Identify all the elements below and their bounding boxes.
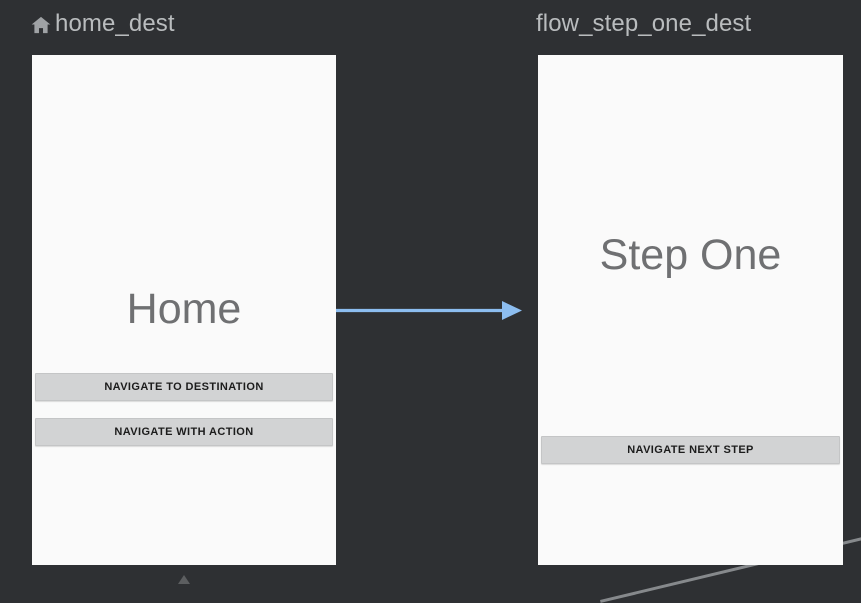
destination-label-flow-step-one-dest[interactable]: flow_step_one_dest: [536, 12, 751, 36]
home-icon: [30, 14, 52, 36]
destination-label-home-dest[interactable]: home_dest: [30, 12, 175, 36]
preview-title-home: Home: [126, 285, 242, 333]
preview-title-step-one: Step One: [599, 231, 782, 279]
navigate-with-action-button[interactable]: NAVIGATE WITH ACTION: [35, 418, 333, 446]
destination-card-home-dest[interactable]: Home NAVIGATE TO DESTINATION NAVIGATE WI…: [32, 55, 336, 565]
navigate-next-step-button[interactable]: NAVIGATE NEXT STEP: [541, 436, 840, 464]
destination-card-flow-step-one-dest[interactable]: Step One NAVIGATE NEXT STEP: [538, 55, 843, 565]
destination-label-text: home_dest: [55, 10, 175, 37]
navigate-to-destination-button[interactable]: NAVIGATE TO DESTINATION: [35, 373, 333, 401]
action-arrow-home-to-flow-step-one[interactable]: [336, 298, 524, 324]
destination-anchor-handle-bottom[interactable]: [178, 575, 190, 584]
destination-label-text: flow_step_one_dest: [536, 10, 752, 37]
